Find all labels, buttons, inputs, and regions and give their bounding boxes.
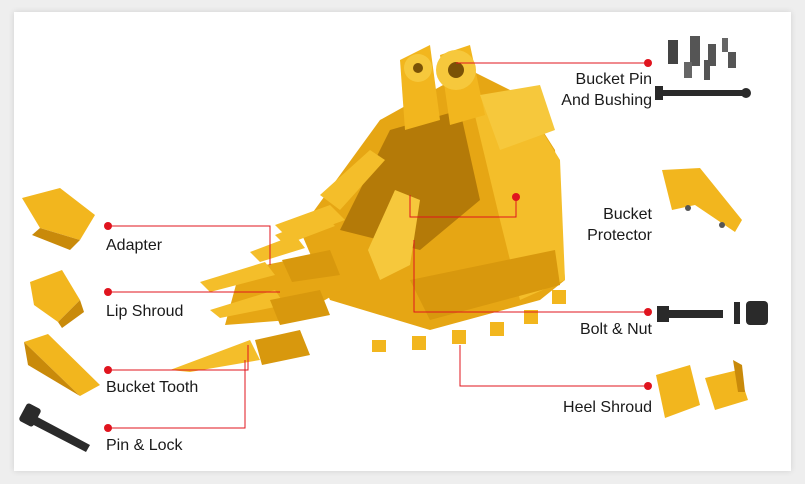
label-bucket-tooth: Bucket Tooth [106, 379, 199, 396]
label-bucket-protector-line2: Protector [587, 227, 652, 244]
leader-lines [108, 62, 648, 429]
bucket-protector-image [662, 168, 742, 232]
marker-lip-shroud [104, 288, 112, 296]
label-bucket-protector-line1: Bucket [603, 206, 652, 223]
leader-bucket-protector [409, 195, 517, 218]
marker-bucket-pin [644, 59, 652, 67]
marker-dots [104, 59, 652, 432]
label-lip-shroud: Lip Shroud [106, 303, 184, 320]
label-pin-lock: Pin & Lock [106, 437, 183, 454]
adapter-image [22, 188, 95, 250]
marker-bucket-tooth [104, 366, 112, 374]
bucket-pin-bushing-image [655, 36, 751, 100]
leader-bolt-nut [413, 240, 648, 313]
excavator-bucket-image [170, 45, 566, 372]
leader-bucket-tooth [108, 345, 249, 371]
label-bucket-pin-line1: Bucket Pin [575, 71, 652, 88]
lip-shroud-image [30, 270, 84, 328]
marker-pin-lock [104, 424, 112, 432]
marker-bolt-nut [644, 308, 652, 316]
leader-adapter [108, 225, 271, 265]
marker-heel-shroud [644, 382, 652, 390]
pin-lock-image [19, 403, 90, 452]
leader-heel-shroud [459, 345, 648, 387]
label-bucket-pin-line2: And Bushing [561, 92, 652, 109]
marker-bucket-protector [512, 193, 520, 201]
heel-shroud-image [656, 360, 748, 418]
label-heel-shroud: Heel Shroud [563, 399, 652, 416]
label-adapter: Adapter [106, 237, 163, 254]
leader-pin-lock [108, 360, 246, 429]
label-bolt-nut: Bolt & Nut [579, 321, 652, 338]
bolt-nut-image [657, 301, 768, 325]
bucket-tooth-image [24, 334, 100, 396]
marker-adapter [104, 222, 112, 230]
